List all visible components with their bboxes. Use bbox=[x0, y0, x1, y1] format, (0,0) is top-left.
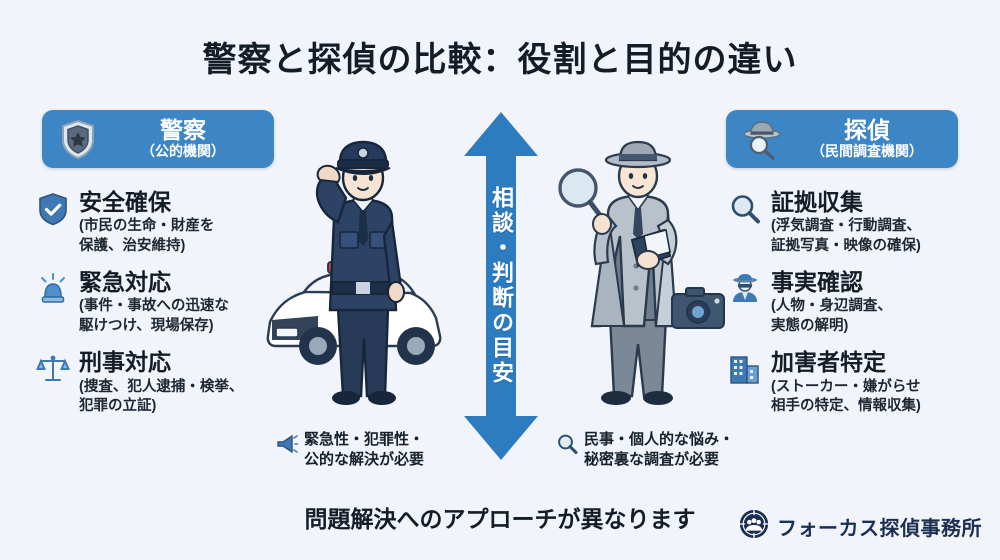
detective-header-badge: 探偵 （民間調査機関） bbox=[726, 110, 958, 168]
feature-heading-evidence: 証拠収集 bbox=[771, 189, 863, 215]
police-feature-list: 安全確保 (市民の生命・財産を 保護、治安維持) 緊急対応 (事件・事故 bbox=[35, 189, 306, 430]
scales-of-justice-icon bbox=[35, 352, 71, 386]
detective-with-magnifier-notebook-and-camera bbox=[548, 140, 748, 415]
feature-heading-factcheck: 事実確認 bbox=[771, 269, 863, 296]
feature-text-safety: 安全確保 (市民の生命・財産を 保護、治安維持) bbox=[79, 189, 306, 256]
police-header-badge: 警察 （公的機関） bbox=[42, 110, 274, 168]
police-shield-badge-icon bbox=[58, 118, 98, 160]
feature-text-factcheck: 事実確認 (人物・身辺調査、 実態の解明) bbox=[771, 269, 998, 336]
brand-lockup: フォーカス探偵事務所 bbox=[738, 508, 982, 545]
police-badge-subtitle: （公的機関） bbox=[141, 143, 225, 160]
page-title: 警察と探偵の比較：役割と目的の違い bbox=[202, 41, 798, 79]
feature-detail-emergency: (事件・事故への迅速な 駆けつけ、現場保存) bbox=[79, 298, 229, 334]
feature-item-emergency: 緊急対応 (事件・事故への迅速な 駆けつけ、現場保存) bbox=[36, 269, 306, 336]
detective-badge-text: 探偵 （民間調査機関） bbox=[792, 118, 942, 159]
feature-detail-identify: (ストーカー・嫌がらせ 相手の特定、情報収集) bbox=[771, 378, 921, 414]
megaphone-icon bbox=[276, 433, 299, 455]
shield-check-icon bbox=[36, 192, 70, 226]
office-building-icon bbox=[728, 352, 762, 386]
feature-heading-safety: 安全確保 bbox=[79, 189, 171, 215]
detective-figure bbox=[558, 140, 678, 405]
feature-text-criminal: 刑事対応 (捜査、犯人逮捕・検挙、 犯罪の立証) bbox=[79, 349, 306, 416]
detective-badge-subtitle: （民間調査機関） bbox=[811, 143, 923, 160]
feature-heading-identify: 加害者特定 bbox=[771, 349, 886, 376]
feature-heading-emergency: 緊急対応 bbox=[79, 269, 171, 296]
feature-heading-criminal: 刑事対応 bbox=[79, 349, 171, 376]
feature-text-identify: 加害者特定 (ストーカー・嫌がらせ 相手の特定、情報収集) bbox=[771, 349, 998, 416]
feature-item-factcheck: 事実確認 (人物・身辺調査、 実態の解明) bbox=[728, 269, 998, 336]
feature-detail-safety: (市民の生命・財産を 保護、治安維持) bbox=[79, 218, 215, 254]
comparison-arrow: 相談・判断の目安 bbox=[462, 112, 540, 460]
detective-hat-magnifier-icon bbox=[742, 118, 782, 160]
detective-callout-text: 民事・個人的な悩み・ 秘密裏な調査が必要 bbox=[584, 431, 735, 469]
camera-icon bbox=[671, 287, 725, 329]
detective-person-icon bbox=[728, 272, 762, 306]
police-callout-text: 緊急性・犯罪性・ 公的な解決が必要 bbox=[304, 431, 425, 469]
magnifier-icon bbox=[728, 192, 762, 226]
detective-callout: 民事・個人的な悩み・ 秘密裏な調査が必要 bbox=[556, 430, 756, 471]
detective-badge-title: 探偵 bbox=[844, 117, 890, 144]
double-headed-vertical-arrow bbox=[464, 112, 538, 460]
police-badge-title: 警察 bbox=[160, 117, 206, 144]
feature-item-identify: 加害者特定 (ストーカー・嫌がらせ 相手の特定、情報収集) bbox=[728, 349, 998, 416]
police-callout: 緊急性・犯罪性・ 公的な解決が必要 bbox=[276, 430, 466, 471]
detective-feature-list: 証拠収集 (浮気調査・行動調査、 証拠写真・映像の確保) 事実確認 (人物・身辺… bbox=[728, 189, 998, 430]
feature-detail-evidence: (浮気調査・行動調査、 証拠写真・映像の確保) bbox=[771, 218, 921, 254]
magnifier-icon bbox=[556, 433, 578, 455]
footer-caption: 問題解決へのアプローチが異なります bbox=[304, 506, 696, 532]
police-officer-figure bbox=[315, 140, 405, 405]
feature-detail-factcheck: (人物・身辺調査、 実態の解明) bbox=[771, 298, 892, 334]
feature-detail-criminal: (捜査、犯人逮捕・検挙、 犯罪の立証) bbox=[79, 378, 244, 414]
feature-text-evidence: 証拠収集 (浮気調査・行動調査、 証拠写真・映像の確保) bbox=[771, 189, 998, 256]
saluting-police-officer-with-patrol-car bbox=[258, 140, 468, 415]
police-badge-text: 警察 （公的機関） bbox=[108, 118, 258, 159]
feature-item-criminal: 刑事対応 (捜査、犯人逮捕・検挙、 犯罪の立証) bbox=[35, 349, 306, 416]
feature-item-safety: 安全確保 (市民の生命・財産を 保護、治安維持) bbox=[36, 189, 306, 256]
feature-text-emergency: 緊急対応 (事件・事故への迅速な 駆けつけ、現場保存) bbox=[79, 269, 306, 336]
focus-emblem-icon bbox=[738, 508, 770, 545]
siren-light-icon bbox=[36, 272, 70, 306]
feature-item-evidence: 証拠収集 (浮気調査・行動調査、 証拠写真・映像の確保) bbox=[728, 189, 998, 256]
brand-name: フォーカス探偵事務所 bbox=[777, 518, 982, 540]
arrow-vertical-label: 相談・判断の目安 bbox=[489, 186, 514, 386]
